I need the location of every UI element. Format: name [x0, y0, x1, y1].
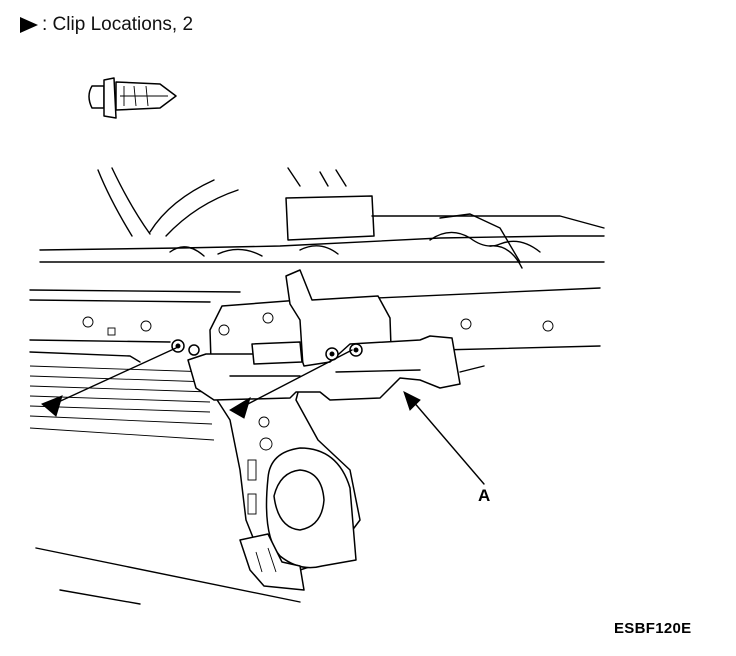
callout-a-leader — [403, 391, 485, 485]
legend-text: : Clip Locations, 2 — [42, 14, 194, 35]
clip-arrow-2 — [229, 349, 353, 419]
engine-compartment — [39, 167, 605, 269]
legend: : Clip Locations, 2 — [18, 14, 193, 36]
figure-code: ESBF120E — [614, 620, 692, 637]
callout-label-a: A — [478, 486, 491, 505]
clip-arrow-1 — [41, 347, 177, 417]
push-clip-icon — [88, 77, 177, 119]
component-a — [171, 335, 485, 401]
horn — [239, 447, 357, 591]
radiator-support — [29, 287, 601, 605]
triangle-arrow-icon — [20, 17, 38, 33]
